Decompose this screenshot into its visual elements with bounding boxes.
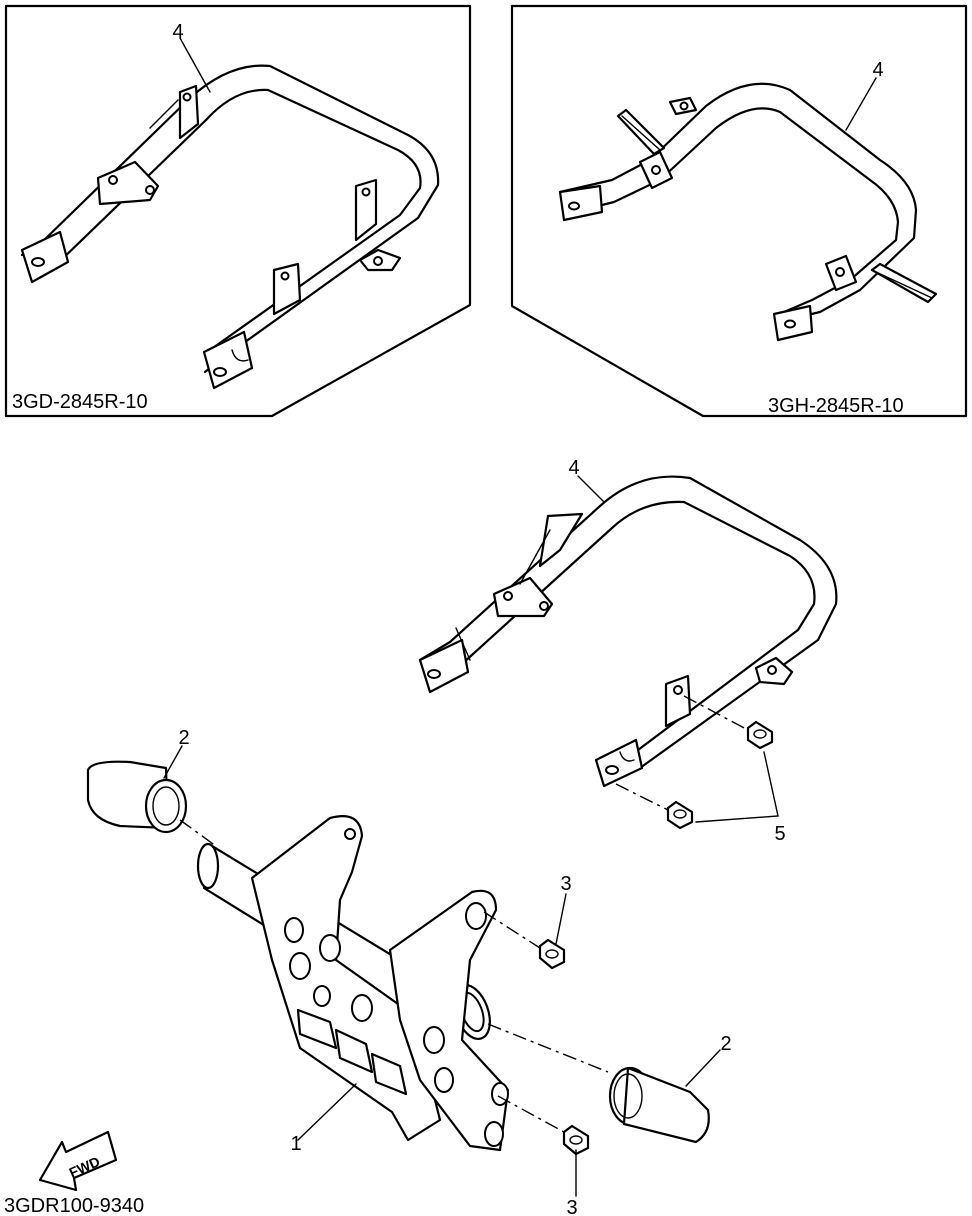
bumper-plate-front — [388, 889, 510, 1152]
bolt-5-upper — [746, 720, 774, 750]
fwd-arrow-icon: FWD — [38, 1130, 118, 1192]
guard-tab-top — [538, 512, 584, 568]
part-5-bolts — [615, 695, 779, 830]
inset-left-frame — [4, 4, 472, 418]
main-assembly: 5 — [4, 457, 838, 1216]
callout-2-right: 2 — [720, 1033, 731, 1055]
guard-bar-3gd — [20, 64, 440, 390]
guard-plate-front — [594, 738, 644, 788]
part-1-bumper — [196, 815, 510, 1152]
part-3-bolt-upper — [483, 911, 566, 970]
inset-left-code: 3GD-2845R-10 — [12, 391, 148, 413]
guard-plate-rear — [418, 638, 470, 694]
inset-right-code: 3GH-2845R-10 — [768, 395, 904, 417]
plate-rear-3gh — [558, 184, 604, 222]
part-2-cap-right — [487, 1023, 710, 1144]
inset-left-callout: 4 — [172, 21, 183, 43]
callout-3-lower: 3 — [566, 1197, 577, 1216]
callout-2-left: 2 — [178, 727, 189, 749]
part-4-guard-bar — [418, 475, 838, 788]
bumper-rib-3 — [370, 1052, 408, 1096]
callout-1: 1 — [290, 1133, 301, 1155]
inset-right-frame — [510, 4, 968, 418]
callout-5: 5 — [774, 823, 785, 845]
inset-right-callout: 4 — [872, 59, 883, 81]
guard-upright — [664, 674, 692, 728]
gusset-left — [96, 160, 160, 206]
inset-right-3gh: 4 3GH-2845R-10 — [510, 4, 968, 418]
flat-bar-right — [870, 262, 938, 304]
bumper-rib-1 — [296, 1008, 338, 1050]
part-3-bolt-lower — [497, 1095, 590, 1156]
bumper-rib-2 — [334, 1028, 374, 1074]
bumper-plate-rear — [250, 815, 442, 1142]
tab-right — [354, 178, 378, 242]
diagram-code: 3GDR100-9340 — [4, 1195, 144, 1216]
plate-left-rear — [20, 230, 70, 284]
inset-left-3gd: 4 3GD-2845R-10 — [4, 4, 472, 418]
part-2-cap-left — [86, 760, 217, 847]
guard-bar-3gh — [558, 82, 938, 342]
guard-gusset — [492, 576, 554, 618]
callout-4-main: 4 — [568, 457, 579, 479]
upright-front — [272, 262, 302, 316]
bolt-5-lower — [666, 800, 694, 830]
plate-front — [202, 330, 254, 390]
callout-3-upper: 3 — [560, 873, 571, 895]
